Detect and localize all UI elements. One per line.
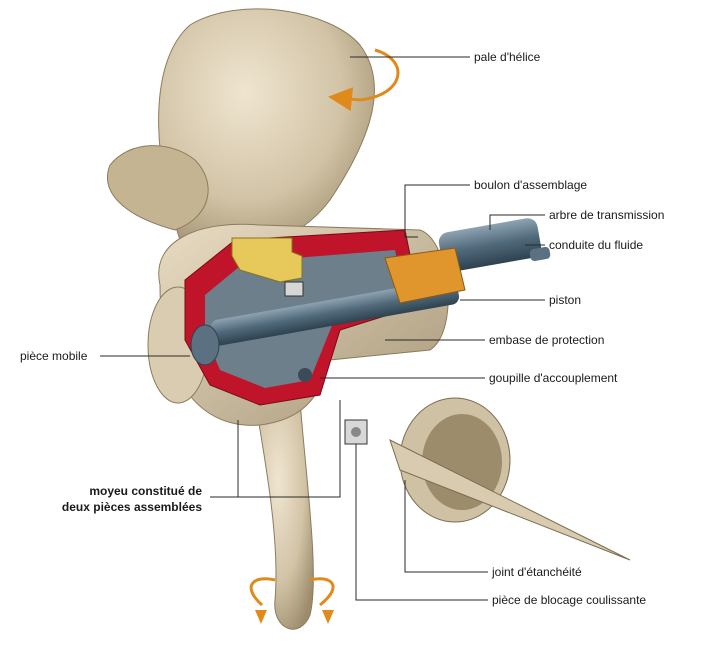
label-fluid-pipe: conduite du fluide	[549, 238, 643, 252]
label-piston: piston	[549, 293, 581, 307]
label-propeller-blade: pale d'hélice	[474, 50, 540, 64]
pin-block	[285, 282, 303, 296]
label-moving-part: pièce mobile	[20, 349, 87, 363]
label-protection-base: embase de protection	[489, 333, 604, 347]
coupling-pin	[298, 368, 312, 382]
label-hub-line1: moyeu constitué de	[89, 484, 202, 498]
label-transmission-shaft: arbre de transmission	[549, 208, 664, 222]
label-sliding-block: pièce de blocage coulissante	[492, 593, 646, 607]
label-assembly-bolt: boulon d'assemblage	[474, 178, 587, 192]
label-coupling-pin: goupille d'accouplement	[489, 371, 617, 385]
propeller-blade-bottom	[255, 400, 313, 629]
moving-part	[191, 325, 219, 365]
label-hub-line2: deux pièces assemblées	[62, 500, 202, 514]
sliding-block-hole	[351, 427, 361, 437]
propeller-blade-left	[108, 146, 209, 230]
label-seal: joint d'étanchéité	[492, 565, 582, 579]
